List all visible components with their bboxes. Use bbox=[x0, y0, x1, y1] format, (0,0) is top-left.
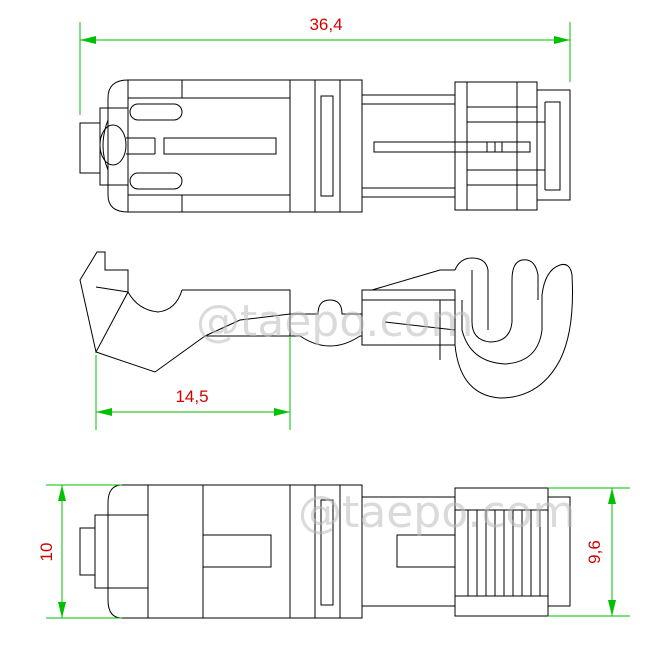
side-view bbox=[79, 251, 573, 399]
bottom-view bbox=[79, 484, 571, 619]
height-right-label: 9,6 bbox=[585, 540, 604, 564]
serration-lines bbox=[467, 510, 541, 596]
watermark-upper: @taepo.com bbox=[196, 296, 473, 347]
overall-length-label: 36,4 bbox=[309, 15, 342, 34]
dimension-height-left: 10 bbox=[37, 484, 122, 619]
dimension-overall-length: 36,4 bbox=[79, 15, 571, 115]
dimension-height-right: 9,6 bbox=[548, 487, 630, 617]
top-view bbox=[79, 79, 571, 213]
watermark-lower: @taepo.com bbox=[298, 487, 575, 538]
height-left-label: 10 bbox=[37, 543, 56, 562]
dimension-crimp-length: 14,5 bbox=[95, 336, 291, 430]
crimp-length-label: 14,5 bbox=[175, 387, 208, 406]
